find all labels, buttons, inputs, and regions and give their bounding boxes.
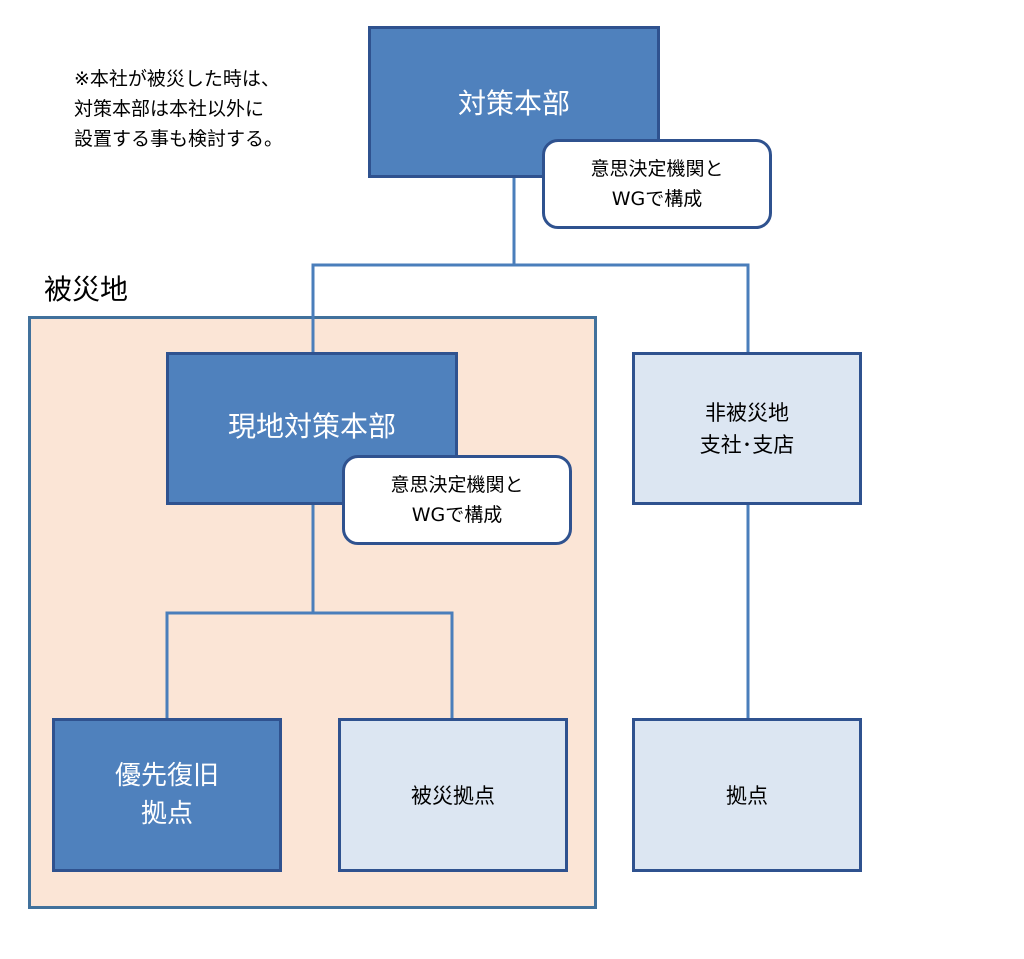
affected-base-box: 被災拠点 bbox=[338, 718, 568, 872]
affected-area-label: 被災地 bbox=[44, 273, 129, 306]
local-hq-callout: 意思決定機関と WGで構成 bbox=[342, 455, 572, 545]
base-box: 拠点 bbox=[632, 718, 862, 872]
non-affected-branch-box: 非被災地 支社･支店 bbox=[632, 352, 862, 505]
connector-hq-branch bbox=[311, 263, 750, 352]
local-hq-label: 現地対策本部 bbox=[227, 409, 396, 443]
non-affected-branch-label: 非被災地 支社･支店 bbox=[699, 400, 795, 457]
base-label: 拠点 bbox=[726, 784, 768, 808]
note-text: ※本社が被災した時は、 対策本部は本社以外に 設置する事も検討する。 bbox=[74, 68, 284, 150]
affected-base-label: 被災拠点 bbox=[411, 784, 495, 808]
priority-base-box: 優先復旧 拠点 bbox=[52, 718, 282, 872]
local-hq-callout-text: 意思決定機関と WGで構成 bbox=[390, 474, 524, 526]
priority-base-label: 優先復旧 拠点 bbox=[114, 761, 219, 829]
connector-local-branch-inner bbox=[165, 611, 454, 718]
hq-callout: 意思決定機関と WGで構成 bbox=[542, 139, 772, 229]
hq-callout-text: 意思決定機関と WGで構成 bbox=[590, 158, 724, 210]
hq-label: 対策本部 bbox=[457, 87, 570, 120]
